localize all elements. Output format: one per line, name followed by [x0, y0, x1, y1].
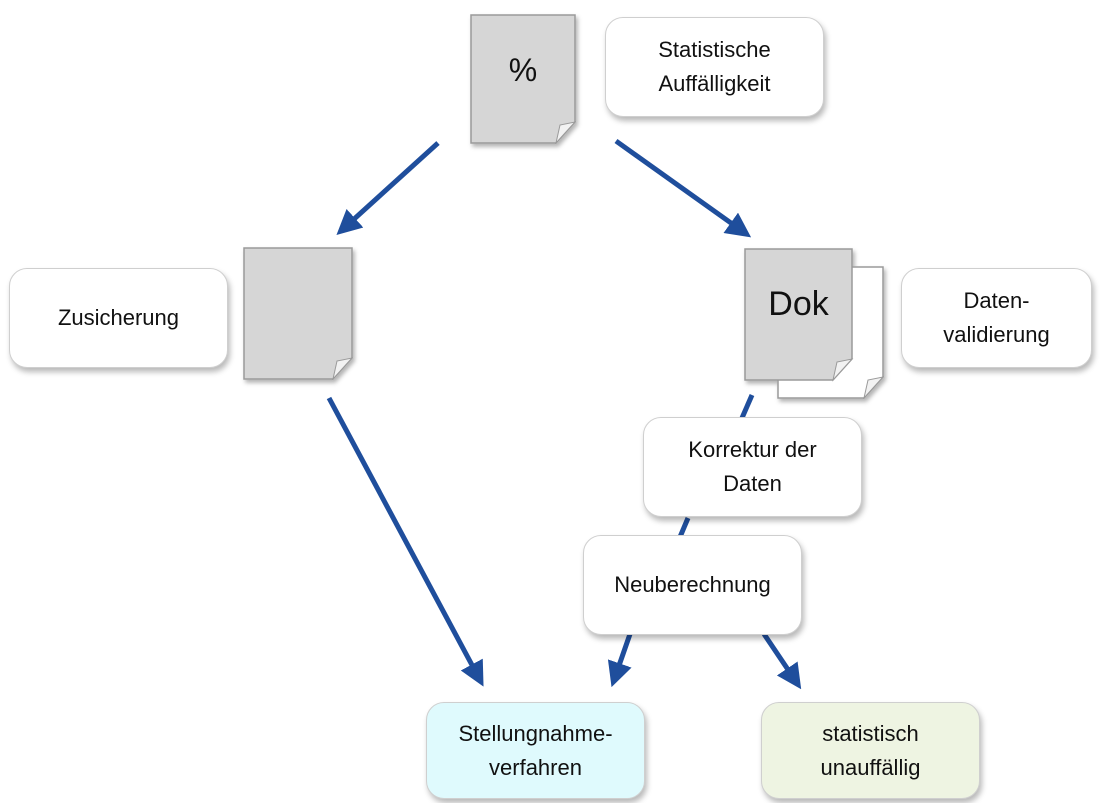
line-dok-to-korrektur [739, 394, 755, 419]
neuberechnung-box: Neuberechnung [583, 535, 802, 635]
arrow-neuberechnung-to-stellungnahme [607, 633, 633, 688]
stellungnahmeverfahren-box: Stellungnahme- verfahren [426, 702, 645, 799]
percent-document-icon [470, 14, 577, 145]
dok-document-label: Dok [768, 284, 829, 323]
statistisch-unauffaellig-box: statistisch unauffällig [761, 702, 980, 799]
arrow-to-zusicherung [336, 141, 440, 236]
arrow-to-dok [614, 138, 752, 238]
datenvalidierung-box: Daten- validierung [901, 268, 1092, 368]
statistische-auffaelligkeit-box: Statistische Auffälligkeit [605, 17, 824, 117]
dok-document-stack-icon [744, 248, 885, 400]
zusicherung-box: Zusicherung [9, 268, 228, 368]
blank-document-icon [243, 247, 354, 381]
korrektur-der-daten-box: Korrektur der Daten [643, 417, 862, 517]
arrow-neuberechnung-to-unauffaellig [761, 632, 802, 690]
line-korrektur-to-neuberechnung [677, 517, 691, 538]
percent-document-label: % [508, 51, 538, 88]
arrow-zusicherung-to-stellungnahme [326, 396, 484, 687]
